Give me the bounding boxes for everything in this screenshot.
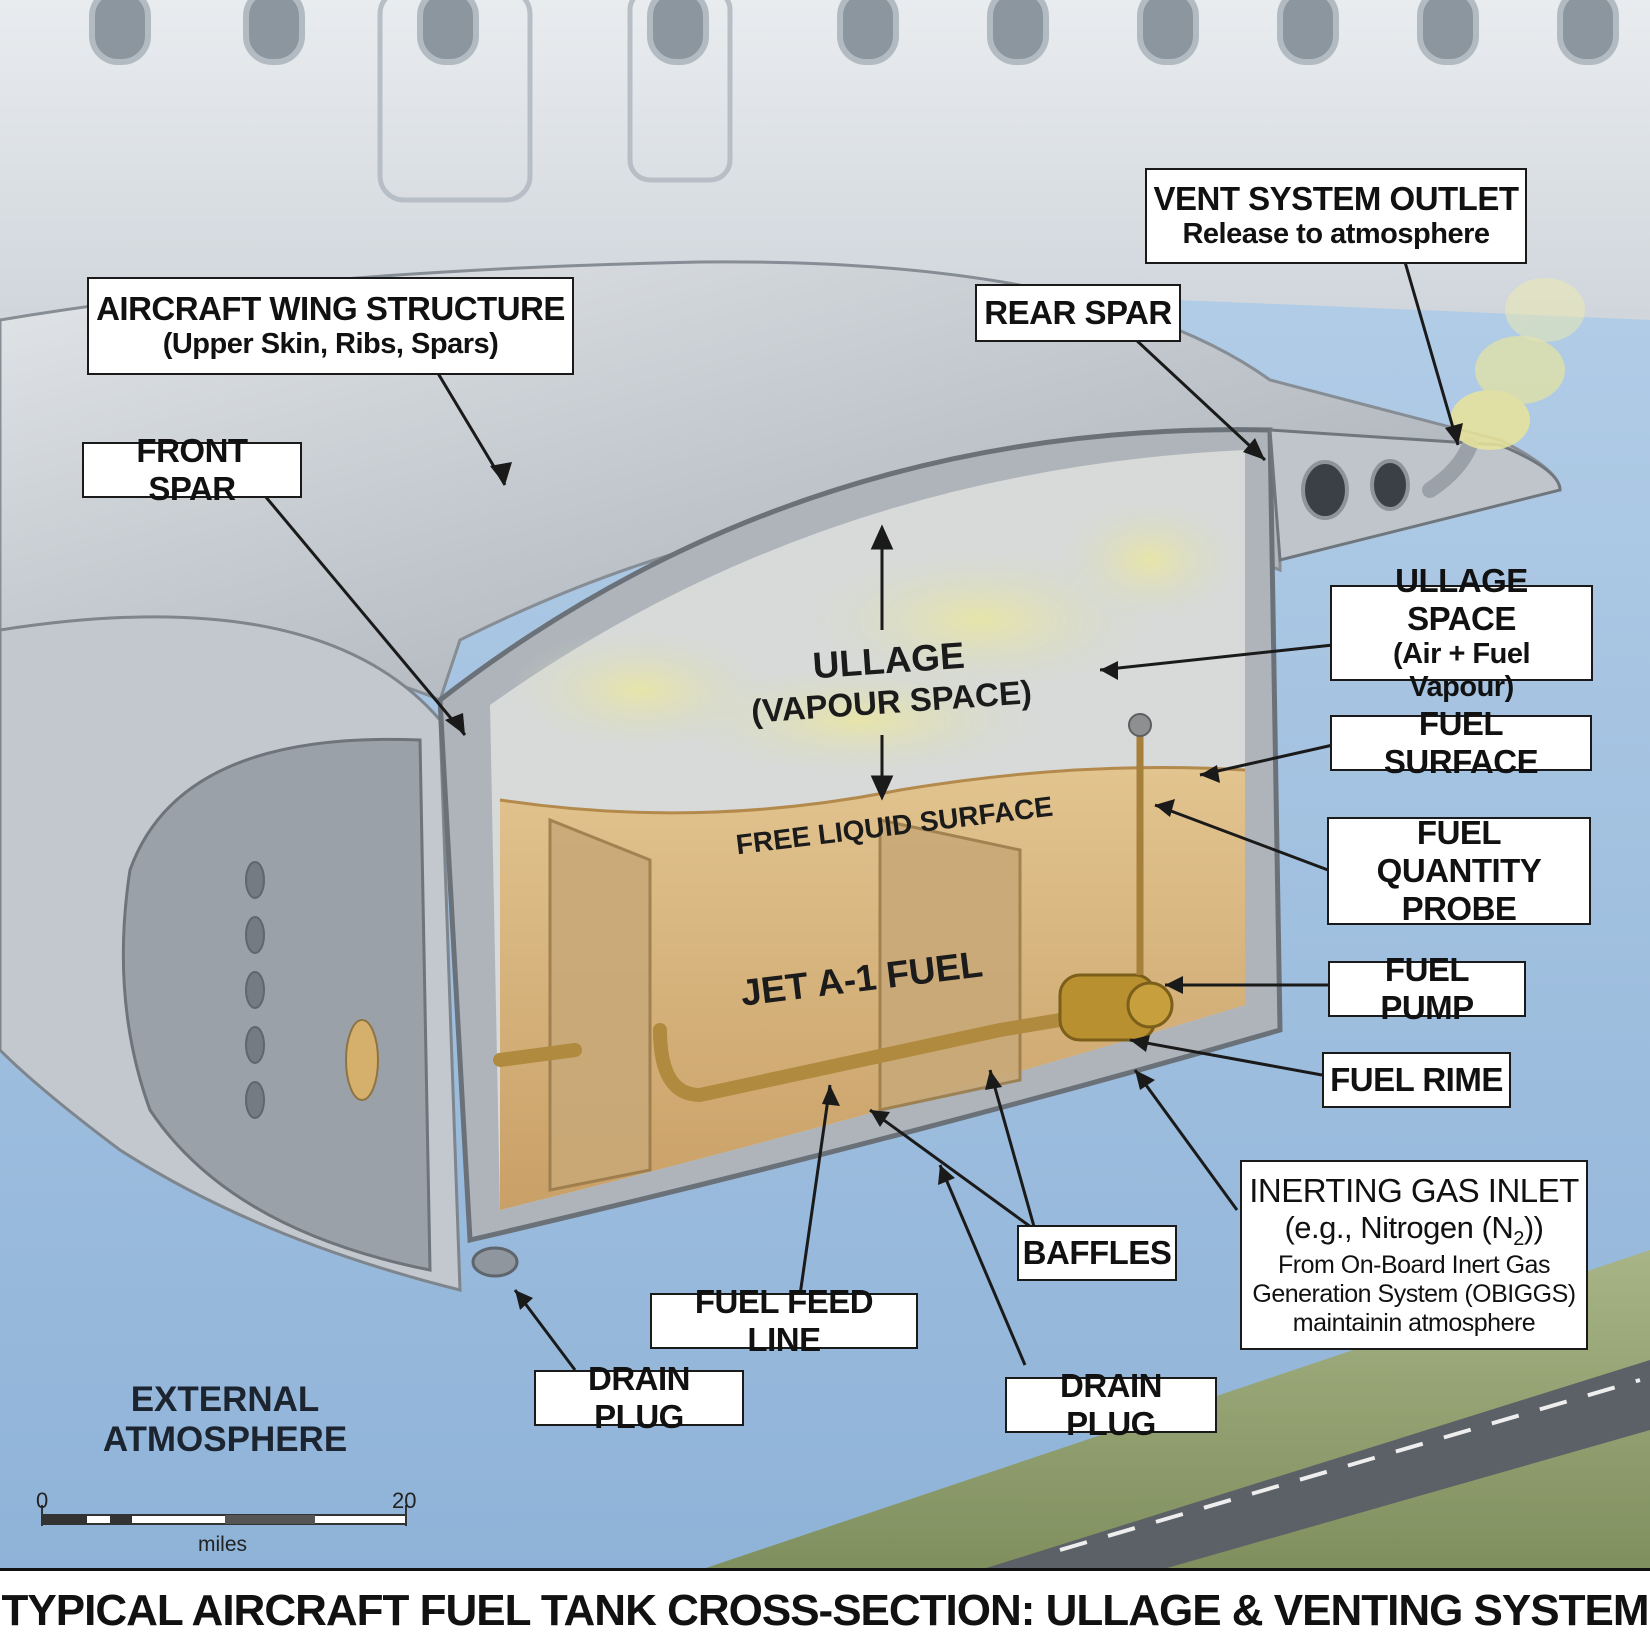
fuel-rime-label: FUEL RIME xyxy=(1330,1061,1503,1099)
fuel-feed-line-label: FUEL FEED LINE xyxy=(694,1283,874,1358)
external-atmosphere-label: EXTERNAL ATMOSPHERE xyxy=(95,1380,355,1461)
formula-post: )) xyxy=(1523,1210,1544,1246)
front-spar-label: FRONT SPAR xyxy=(136,432,248,507)
inerting-gas-inlet-line3: From On-Board Inert Gas xyxy=(1278,1251,1550,1280)
drain-plug-right-callout: DRAIN PLUG xyxy=(1005,1367,1217,1442)
wing-structure-subtitle: (Upper Skin, Ribs, Spars) xyxy=(162,328,499,361)
fuel-pump-drawing xyxy=(1058,973,1174,1042)
vent-system-outlet-subtitle: Release to atmosphere xyxy=(1182,218,1490,251)
figure-title: TYPICAL AIRCRAFT FUEL TANK CROSS-SECTION… xyxy=(1,1585,1650,1635)
leading-edge-holes xyxy=(245,861,379,1119)
figure-title-bar: TYPICAL AIRCRAFT FUEL TANK CROSS-SECTION… xyxy=(0,1568,1650,1650)
fuel-surface-callout: FUEL SURFACE xyxy=(1330,705,1592,780)
cabin-doors xyxy=(377,0,733,203)
fuel-vapour xyxy=(510,500,1240,775)
leading-edge-cavity xyxy=(121,737,432,1272)
runway xyxy=(980,1360,1650,1570)
leader-lines xyxy=(258,261,1460,1371)
fuel-pump-callout: FUEL PUMP xyxy=(1328,951,1526,1026)
inerting-gas-inlet-title: INERTING GAS INLET xyxy=(1249,1172,1579,1210)
fuel-surface-line xyxy=(499,766,1246,815)
inerting-gas-inlet-callout: INERTING GAS INLET (e.g., Nitrogen (N2))… xyxy=(1240,1160,1588,1350)
inerting-gas-inlet-line5: maintainin atmosphere xyxy=(1292,1308,1536,1337)
formula-pre: (e.g., Nitrogen (N xyxy=(1284,1210,1514,1246)
vent-system-outlet-callout: VENT SYSTEM OUTLET Release to atmosphere xyxy=(1145,168,1527,264)
ullage-space-subtitle: (Air + Fuel Vapour) xyxy=(1392,637,1531,703)
wing-structure-callout: AIRCRAFT WING STRUCTURE (Upper Skin, Rib… xyxy=(87,277,574,375)
drain-plug-right-label: DRAIN PLUG xyxy=(1060,1367,1163,1442)
runway-centerline xyxy=(1059,1378,1641,1552)
drain-plug-left-label: DRAIN PLUG xyxy=(588,1360,691,1435)
fuel-feed-line xyxy=(493,1013,1067,1103)
scale-bar-min: 0 xyxy=(36,1488,49,1513)
scale-bar-max: 20 xyxy=(392,1488,417,1513)
fuel-rime-callout: FUEL RIME xyxy=(1322,1052,1511,1108)
fuel-quantity-probe-line1: FUEL QUANTITY xyxy=(1376,814,1542,890)
cabin-windows xyxy=(89,0,1619,65)
fuel-quantity-probe-drawing xyxy=(1128,713,1152,975)
baffles-label: BAFFLES xyxy=(1022,1234,1172,1272)
wing-structure-title: AIRCRAFT WING STRUCTURE xyxy=(96,290,565,328)
fuel-surface-label: FUEL SURFACE xyxy=(1383,705,1539,780)
fuel-quantity-probe-callout: FUEL QUANTITY PROBE xyxy=(1327,814,1591,927)
vent-holes xyxy=(1301,459,1410,520)
vent-plume xyxy=(1450,278,1585,450)
baffles-callout: BAFFLES xyxy=(1017,1225,1177,1281)
front-spar-callout: FRONT SPAR xyxy=(82,432,302,507)
scale-bar xyxy=(41,1505,407,1526)
vent-pipe xyxy=(1422,437,1478,498)
formula-sub: 2 xyxy=(1513,1228,1524,1251)
vent-system-outlet-title: VENT SYSTEM OUTLET xyxy=(1153,180,1519,218)
fuel-quantity-probe-line2: PROBE xyxy=(1401,889,1517,927)
ullage-space-title: ULLAGE SPACE xyxy=(1395,561,1528,637)
external-atmosphere-line1: EXTERNAL xyxy=(130,1380,320,1419)
ullage-space-callout: ULLAGE SPACE (Air + Fuel Vapour) xyxy=(1330,562,1593,703)
scale-bar-unit: miles xyxy=(198,1533,248,1556)
rear-spar-callout: REAR SPAR xyxy=(975,284,1181,342)
rear-spar-label: REAR SPAR xyxy=(984,294,1172,332)
drain-plug-drawing xyxy=(471,1246,519,1278)
inerting-gas-inlet-line4: Generation System (OBIGGS) xyxy=(1252,1280,1576,1309)
ullage-depth-arrow xyxy=(870,524,894,801)
external-atmosphere-line2: ATMOSPHERE xyxy=(102,1420,348,1460)
drain-plug-left-callout: DRAIN PLUG xyxy=(534,1360,744,1435)
fuel-feed-line-callout: FUEL FEED LINE xyxy=(650,1283,918,1358)
leader-arrowheads xyxy=(445,423,1463,1310)
fuel-pump-label: FUEL PUMP xyxy=(1380,951,1474,1026)
inerting-gas-inlet-formula: (e.g., Nitrogen (N2)) xyxy=(1284,1210,1544,1251)
